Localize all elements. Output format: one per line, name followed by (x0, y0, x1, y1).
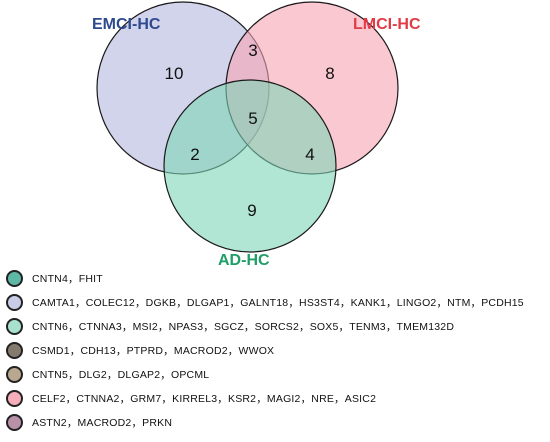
legend-genes-6: CELF2，CTNNA2，GRM7，KIRREL3，KSR2，MAGI2，NRE… (32, 392, 377, 405)
legend-genes-7: ASTN2，MACROD2，PRKN (32, 416, 173, 429)
venn-circles (96, 1, 399, 253)
legend-row-7: ASTN2，MACROD2，PRKN (6, 411, 172, 433)
count-emci-only: 10 (165, 64, 184, 83)
set-label-ad-hc: AD-HC (218, 252, 270, 269)
circle-ad-hc (163, 79, 337, 253)
count-all-three: 5 (248, 109, 257, 128)
legend-swatch-icon (6, 269, 23, 287)
legend-genes-3: CNTN6，CTNNA3，MSI2，NPAS3，SGCZ，SORCS2，SOX5… (32, 320, 455, 333)
venn-diagram: EMCI-HC LMCI-HC AD-HC 10 8 3 5 2 4 9 (92, 1, 421, 269)
legend-row-2: CAMTA1，COLEC12，DGKB，DLGAP1，GALNT18，HS3ST… (6, 291, 524, 313)
legend-row-5: CNTN5，DLG2，DLGAP2，OPCML (6, 363, 209, 385)
count-lmci-ad: 4 (305, 145, 314, 164)
set-label-lmci-hc: LMCI-HC (353, 16, 421, 33)
count-ad-only: 9 (247, 201, 256, 220)
count-emci-lmci: 3 (248, 41, 257, 60)
legend-swatch-icon (6, 413, 23, 431)
legend-swatch-icon (6, 317, 23, 335)
legend-row-1: CNTN4，FHIT (6, 267, 103, 289)
legend-swatch-icon (6, 365, 23, 383)
count-emci-ad: 2 (190, 145, 199, 164)
legend-swatch-icon (6, 293, 23, 311)
gene-legend: CNTN4，FHIT CAMTA1，COLEC12，DGKB，DLGAP1，GA… (0, 265, 550, 442)
legend-row-3: CNTN6，CTNNA3，MSI2，NPAS3，SGCZ，SORCS2，SOX5… (6, 315, 454, 337)
legend-swatch-icon (6, 341, 23, 359)
count-lmci-only: 8 (325, 64, 334, 83)
legend-swatch-icon (6, 389, 23, 407)
legend-row-4: CSMD1，CDH13，PTPRD，MACROD2，WWOX (6, 339, 274, 361)
legend-row-6: CELF2，CTNNA2，GRM7，KIRREL3，KSR2，MAGI2，NRE… (6, 387, 376, 409)
set-label-emci-hc: EMCI-HC (92, 16, 161, 33)
legend-genes-5: CNTN5，DLG2，DLGAP2，OPCML (32, 368, 210, 381)
legend-genes-1: CNTN4，FHIT (32, 272, 103, 285)
legend-genes-2: CAMTA1，COLEC12，DGKB，DLGAP1，GALNT18，HS3ST… (32, 296, 524, 309)
legend-genes-4: CSMD1，CDH13，PTPRD，MACROD2，WWOX (32, 344, 275, 357)
